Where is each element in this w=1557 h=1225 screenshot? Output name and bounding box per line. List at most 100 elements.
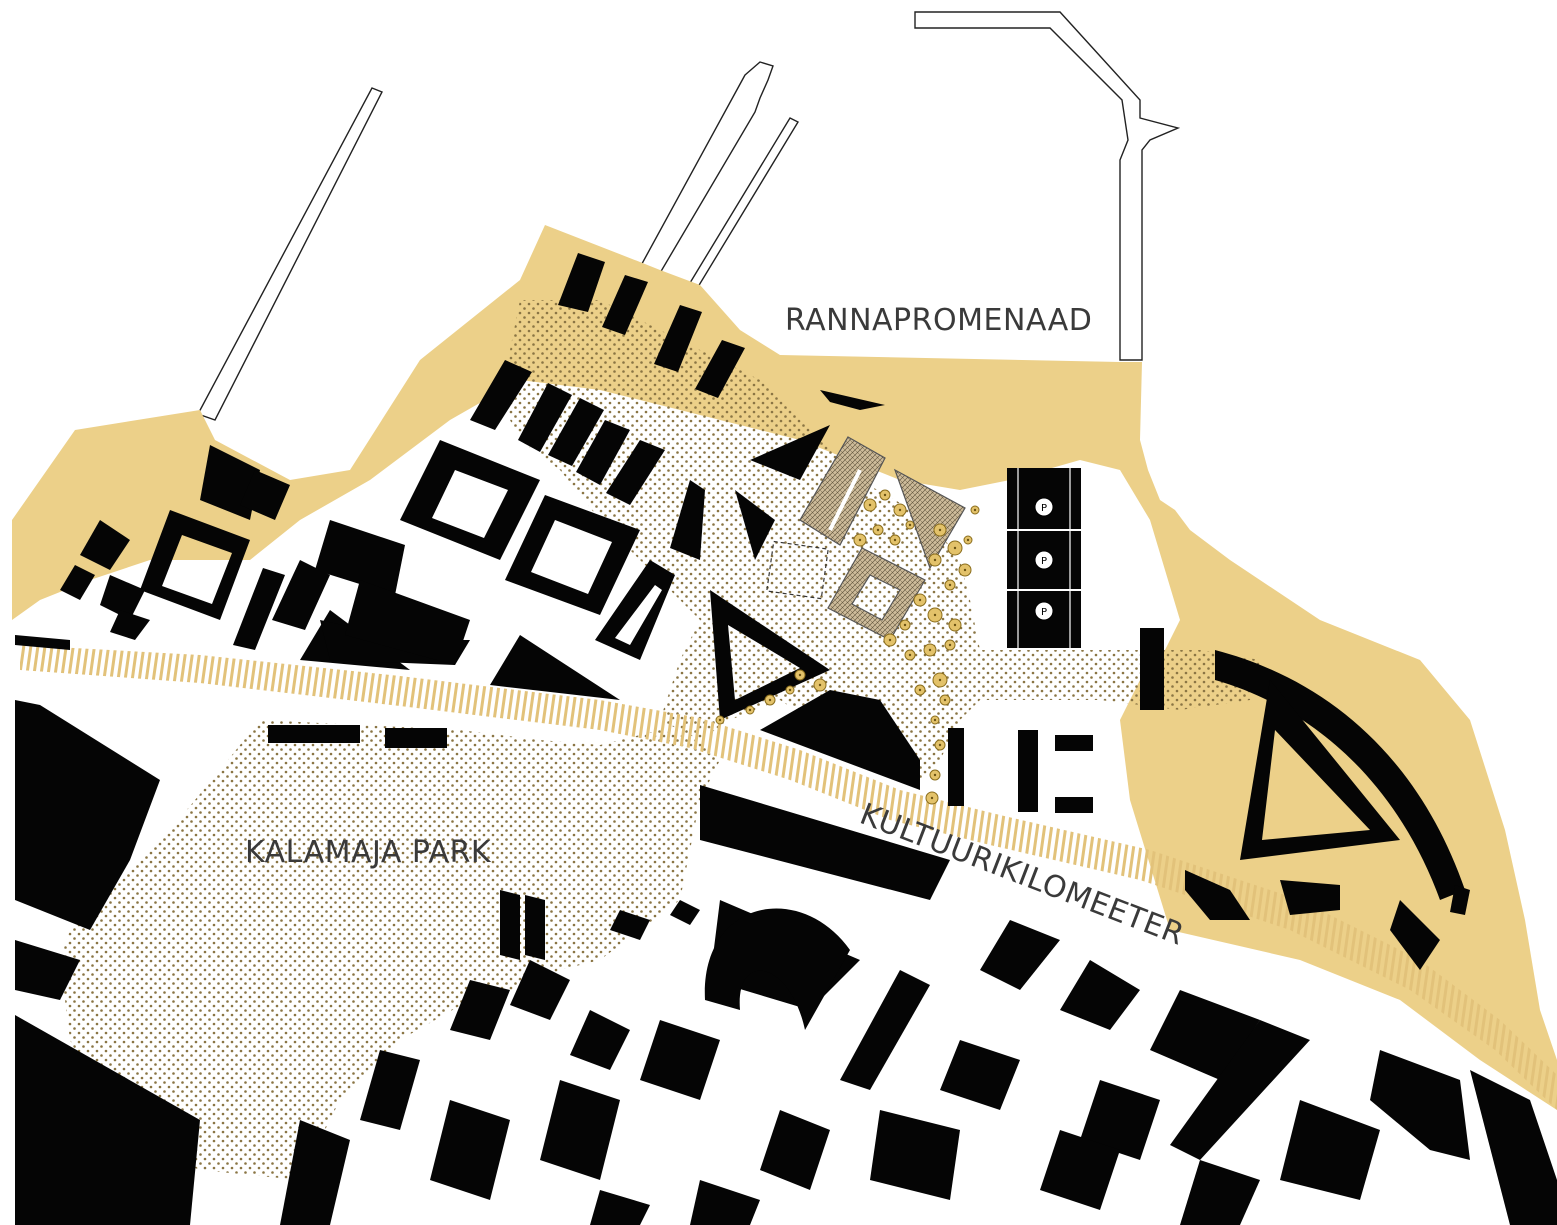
- svg-text:P: P: [1041, 556, 1047, 567]
- building: [558, 253, 605, 312]
- tree-trunk-dot: [930, 796, 934, 800]
- tree-trunk-dot: [883, 493, 887, 497]
- tree-trunk-dot: [888, 638, 892, 642]
- building: [1080, 1080, 1160, 1160]
- building: [60, 565, 95, 600]
- building: [1180, 1160, 1260, 1225]
- parking-icon: P: [1034, 550, 1054, 570]
- tree-trunk-dot: [908, 523, 912, 527]
- building: [500, 890, 520, 960]
- building: [518, 383, 572, 452]
- building: [15, 635, 70, 650]
- tree-trunk-dot: [948, 583, 952, 587]
- svg-text:P: P: [1041, 607, 1047, 618]
- building: [654, 305, 702, 372]
- tree-trunk-dot: [943, 698, 947, 702]
- building: [272, 560, 330, 630]
- building: [1280, 880, 1340, 915]
- building: [760, 690, 920, 790]
- building: [15, 700, 160, 930]
- tree-trunk-dot: [938, 678, 942, 682]
- tree-trunk-dot: [933, 773, 937, 777]
- svg-text:P: P: [1041, 503, 1047, 514]
- courtyard-block: [505, 495, 640, 615]
- building: [1370, 1050, 1470, 1160]
- label-rannapromenaad: RANNAPROMENAAD: [785, 303, 1092, 338]
- building: [80, 520, 130, 570]
- tree-trunk-dot: [933, 718, 937, 722]
- plaza-slab: [799, 436, 886, 546]
- building: [470, 360, 532, 430]
- building: [690, 1180, 760, 1225]
- triangle-courtyard: [710, 590, 830, 720]
- building: [100, 575, 145, 620]
- tree-trunk-dot: [953, 623, 957, 627]
- tree-trunk-dot: [938, 743, 942, 747]
- label-kalamaja-park: KALAMAJA PARK: [245, 835, 492, 870]
- building: [268, 725, 360, 743]
- buildings: [15, 253, 1557, 1225]
- tree-trunk-dot: [788, 688, 792, 692]
- tree-trunk-dot: [928, 648, 932, 652]
- parking-structure: P P P: [1007, 468, 1081, 648]
- building: [1018, 730, 1038, 812]
- building: [590, 1190, 650, 1225]
- tree-trunk-dot: [948, 643, 952, 647]
- building: [840, 970, 930, 1090]
- building: [606, 440, 665, 505]
- building: [695, 340, 745, 398]
- building: [510, 960, 570, 1020]
- building: [1390, 900, 1440, 970]
- tree-trunk-dot: [963, 568, 967, 572]
- tree-trunk-dot: [868, 503, 872, 507]
- tree-trunk-dot: [966, 538, 970, 542]
- building: [233, 568, 285, 650]
- building: [548, 398, 604, 466]
- tree-trunk-dot: [953, 546, 957, 550]
- tree-trunk-dot: [973, 508, 977, 512]
- courtyard-block: [400, 440, 540, 560]
- tree-trunk-dot: [903, 623, 907, 627]
- tree-trunk-dot: [908, 653, 912, 657]
- building: [345, 580, 470, 665]
- building: [1450, 885, 1470, 915]
- pier-left: [196, 87, 383, 421]
- building: [1040, 1130, 1120, 1210]
- plaza-slab: [893, 468, 966, 570]
- triangle-building: [670, 480, 705, 560]
- plaza-forms: [766, 436, 966, 641]
- u-shaped-building: [704, 908, 850, 1030]
- building: [315, 520, 405, 595]
- curved-complex: [1215, 650, 1465, 900]
- building: [980, 920, 1060, 990]
- parking-icon: P: [1034, 601, 1054, 621]
- building: [540, 1080, 620, 1180]
- tree-trunk-dot: [898, 508, 902, 512]
- pier-right: [914, 11, 1181, 361]
- building: [640, 1020, 720, 1100]
- tree-trunk-dot: [768, 698, 772, 702]
- building: [1470, 1070, 1557, 1225]
- building: [1140, 628, 1164, 710]
- building: [1185, 870, 1250, 920]
- triangle-courtyard: [595, 560, 675, 660]
- tree-trunk-dot: [718, 718, 722, 722]
- tree-trunk-dot: [938, 528, 942, 532]
- building: [870, 1110, 960, 1200]
- tree-trunk-dot: [918, 598, 922, 602]
- building: [948, 728, 964, 806]
- building: [110, 610, 150, 640]
- building: [1060, 960, 1140, 1030]
- building: [1055, 797, 1093, 813]
- tree-trunk-dot: [893, 538, 897, 542]
- tree-trunk-dot: [858, 538, 862, 542]
- building: [670, 900, 700, 925]
- building: [610, 910, 650, 940]
- kalamaja-park-dots: [60, 720, 720, 1180]
- tree-trunk-dot: [798, 673, 802, 677]
- tree-trunk-dot: [876, 528, 880, 532]
- triangle-building: [750, 425, 830, 480]
- building: [1170, 1020, 1310, 1160]
- building: [1280, 1100, 1380, 1200]
